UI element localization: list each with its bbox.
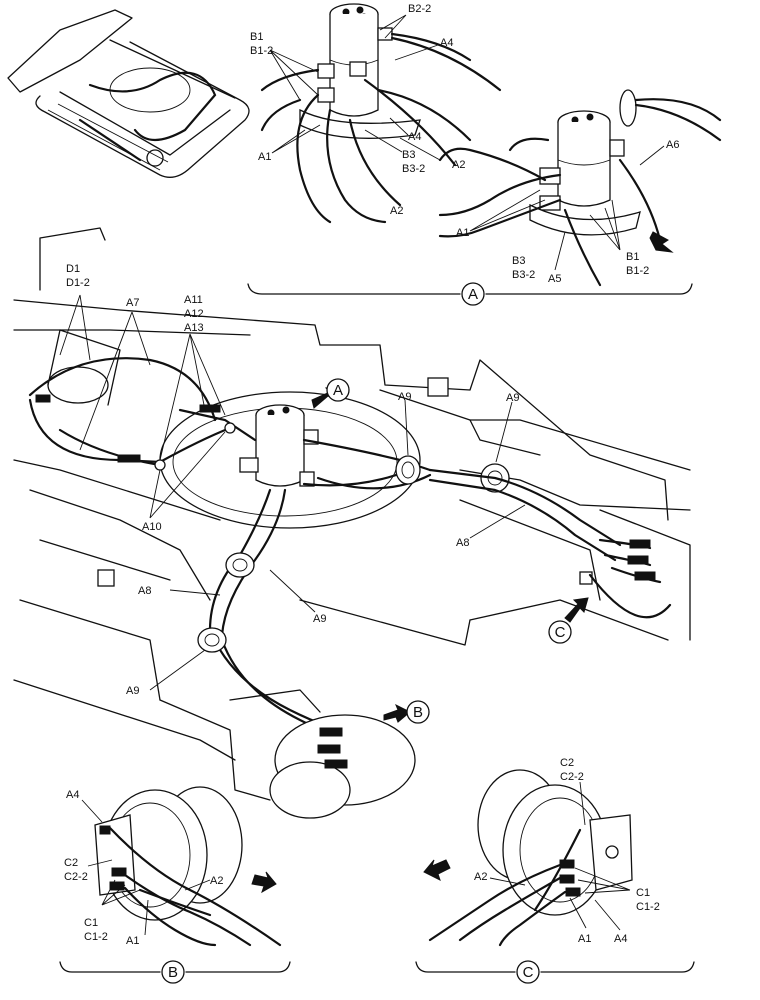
label-c-a2: A2	[474, 871, 487, 883]
detail-a-marker: A	[468, 286, 478, 303]
label-b-c1: C1	[84, 917, 98, 929]
label-a13: A13	[184, 322, 204, 334]
label-a9-right: A9	[506, 392, 519, 404]
label-b3: B3	[402, 149, 415, 161]
label-a11: A11	[184, 294, 203, 306]
label-b3-2: B3-2	[402, 163, 425, 175]
label-a8-left: A8	[138, 585, 151, 597]
undercarriage-frame	[13, 227, 691, 801]
main-labels: D1 D1-2 A7 A11 A12 A13 A10 A9 A9 A8 A8 A…	[66, 263, 519, 697]
label-b1: B1	[250, 31, 263, 43]
label-a8-right: A8	[456, 537, 469, 549]
label-a1-right: A1	[456, 227, 469, 239]
label-c-c1-2: C1-2	[636, 901, 660, 913]
label-a2-low: A2	[390, 205, 403, 217]
label-b-c2: C2	[64, 857, 78, 869]
label-d1: D1	[66, 263, 80, 275]
label-a2-mid: A2	[452, 159, 465, 171]
detail-b-travel-motor: B	[59, 786, 291, 984]
label-b-c2-2: C2-2	[64, 871, 88, 883]
main-marker-b: B	[413, 704, 423, 721]
detail-b-marker: B	[168, 964, 178, 981]
label-a1: A1	[258, 151, 271, 163]
detail-c-labels: C2 C2-2 A2 C1 C1-2 A1 A4	[474, 757, 660, 945]
label-c-c2: C2	[560, 757, 574, 769]
detail-a-swivel-joint-views: A	[247, 3, 722, 306]
hose-bundles: A C B	[28, 294, 672, 819]
label-a4-mid: A4	[408, 131, 421, 143]
detail-c-travel-motor: C	[415, 769, 695, 984]
label-c-c1: C1	[636, 887, 650, 899]
detail-c-marker: C	[523, 964, 534, 981]
label-b3-right: B3	[512, 255, 525, 267]
label-b-a4: A4	[66, 789, 79, 801]
label-b3-2-right: B3-2	[512, 269, 535, 281]
label-b1-2-right: B1-2	[626, 265, 649, 277]
machine-thumbnail	[7, 9, 250, 178]
label-c-c2-2: C2-2	[560, 771, 584, 783]
label-b-a1: A1	[126, 935, 139, 947]
label-b1-right: B1	[626, 251, 639, 263]
label-a9-mid: A9	[313, 613, 326, 625]
label-b2-2: B2-2	[408, 3, 431, 15]
label-c-a4: A4	[614, 933, 627, 945]
label-a9-low: A9	[126, 685, 139, 697]
label-a5: A5	[548, 273, 561, 285]
label-a10: A10	[142, 521, 162, 533]
main-marker-c: C	[555, 624, 566, 641]
detail-b-labels: A4 C2 C2-2 C1 C1-2 A1 A2	[64, 789, 223, 947]
label-a9-top: A9	[398, 391, 411, 403]
detail-a-labels: B1 B1-2 B2-2 A4 A1 B3 B3-2 A4 A2 A2 A6 A…	[250, 3, 679, 285]
label-a6: A6	[666, 139, 679, 151]
main-marker-a: A	[333, 382, 343, 399]
label-b-c1-2: C1-2	[84, 931, 108, 943]
label-d1-2: D1-2	[66, 277, 90, 289]
center-swivel-joint	[239, 404, 319, 487]
label-b1-2: B1-2	[250, 45, 273, 57]
label-a4-top: A4	[440, 37, 453, 49]
label-c-a1: A1	[578, 933, 591, 945]
label-a12: A12	[184, 308, 204, 320]
label-b-a2: A2	[210, 875, 223, 887]
label-a7: A7	[126, 297, 139, 309]
